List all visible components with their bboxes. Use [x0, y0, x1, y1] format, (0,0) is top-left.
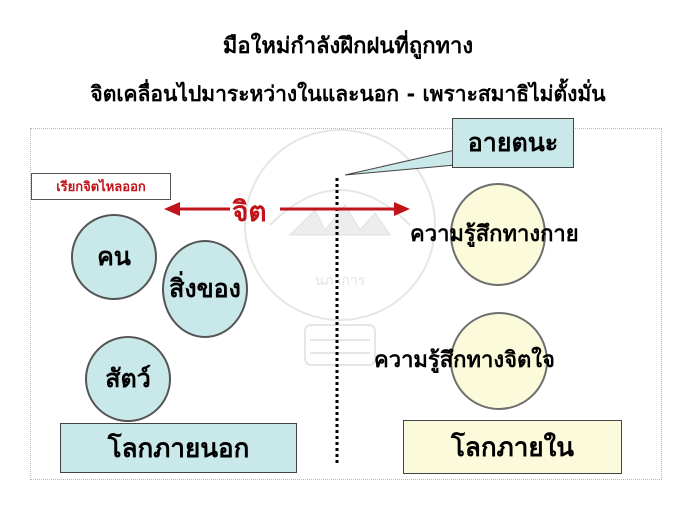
sense-base-callout: อายตนะ [452, 118, 574, 168]
circle-things-label: สิ่งของ [169, 274, 241, 303]
circle-person: คน [71, 214, 157, 300]
circle-body-feeling [450, 183, 546, 286]
circle-animal-label: สัตว์ [105, 364, 151, 393]
slide-subtitle: จิตเคลื่อนไปมาระหว่างในและนอก - เพราะสมา… [90, 82, 606, 106]
watermark-text: นภาการ [315, 273, 366, 289]
left-arrow-head-icon [164, 202, 180, 216]
circle-mind-feeling [450, 312, 548, 410]
circle-things: สิ่งของ [162, 240, 248, 338]
mind-label: จิต [232, 195, 267, 228]
inner-world-box: โลกภายใน [403, 420, 622, 474]
outer-world-box: โลกภายนอก [60, 423, 297, 473]
circle-animal: สัตว์ [85, 336, 171, 422]
mind-outflow-label: เรียกจิตไหลออก [31, 173, 171, 200]
lightbulb-watermark-icon: นภาการ [244, 129, 436, 366]
callout-pointer [344, 149, 456, 176]
circle-person-label: คน [97, 242, 131, 271]
diagram-frame [30, 128, 662, 480]
body-feeling-label: ความรู้สึกทางกาย [410, 222, 579, 247]
right-arrow-head-icon [394, 202, 410, 216]
mind-feeling-label: ความรู้สึกทางจิตใจ [374, 348, 555, 373]
slide-title: มือใหม่กำลังฝึกฝนที่ถูกทาง [222, 34, 474, 59]
